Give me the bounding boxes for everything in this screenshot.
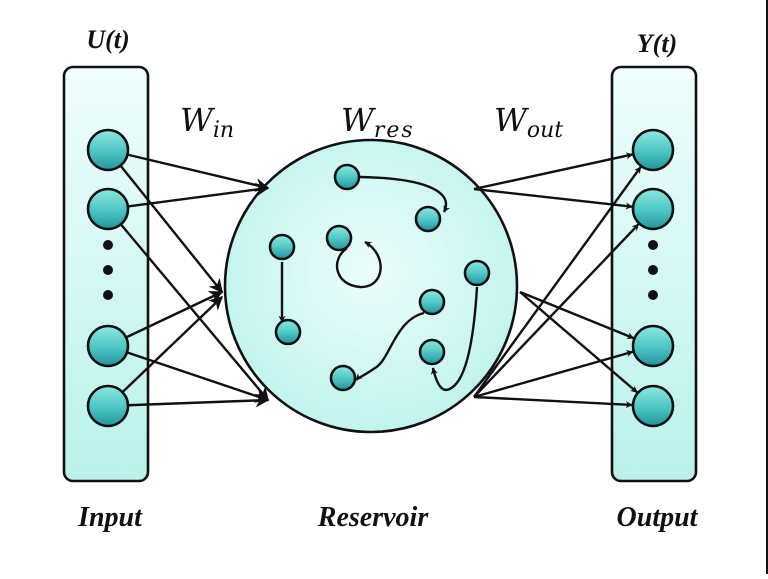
reservoir-internal-edge xyxy=(430,286,479,392)
reservoir-internal-edge xyxy=(335,240,382,289)
output-node xyxy=(631,384,675,428)
w-in-base: W xyxy=(180,101,216,139)
w-res-sub: res xyxy=(374,118,415,143)
output-weight-edge xyxy=(473,350,634,399)
w-out-sub: out xyxy=(527,118,563,143)
reservoir-internal-edge xyxy=(355,311,425,381)
input-weight-edge xyxy=(121,296,224,394)
reservoir-node xyxy=(418,338,446,366)
input-weight-edge xyxy=(119,223,269,402)
input-node xyxy=(86,128,130,172)
input-node xyxy=(86,384,130,428)
ellipsis-dot xyxy=(648,265,658,275)
output-node xyxy=(631,324,675,368)
input-caption: Input xyxy=(77,502,143,533)
ellipsis-dot xyxy=(648,240,658,250)
output-node xyxy=(631,187,675,231)
frame-right-border xyxy=(766,0,768,574)
input-weight-edge xyxy=(119,164,223,294)
reservoir-internal-edge xyxy=(359,175,450,213)
nodes xyxy=(86,128,675,428)
output-weight-edge xyxy=(473,152,634,191)
output-signal-label: Y(t) xyxy=(637,29,677,58)
output-weight-edge xyxy=(473,395,633,409)
w-res-label: Wres xyxy=(341,101,415,143)
input-weight-edge xyxy=(126,351,270,403)
w-out-base: W xyxy=(494,101,530,139)
output-weight-edge xyxy=(519,290,635,340)
input-signal-label: U(t) xyxy=(86,25,129,54)
w-in-label: Win xyxy=(180,101,234,143)
reservoir-node xyxy=(325,224,353,252)
reservoir-node xyxy=(268,233,296,261)
output-caption: Output xyxy=(617,502,699,533)
reservoir-internal-edges xyxy=(278,175,479,392)
input-weight-edge xyxy=(127,393,270,408)
reservoir-node xyxy=(418,288,446,316)
input-node xyxy=(86,324,130,368)
w-in-sub: in xyxy=(213,118,234,143)
reservoir-node xyxy=(414,205,442,233)
input-weight-edge xyxy=(125,290,224,339)
reservoir-node xyxy=(463,259,491,287)
reservoir-node xyxy=(329,364,357,392)
input-weight-edge xyxy=(127,182,270,208)
w-out-label: Wout xyxy=(494,101,563,143)
input-weights-edges xyxy=(119,153,270,408)
reservoir-caption: Reservoir xyxy=(317,502,430,533)
input-weight-edge xyxy=(127,153,270,192)
output-weight-edge xyxy=(473,166,642,398)
reservoir-node xyxy=(274,318,302,346)
output-weight-edge xyxy=(473,223,640,398)
ellipsis-dot xyxy=(648,290,658,300)
output-weight-edge xyxy=(473,187,633,210)
ellipsis-dot xyxy=(103,265,113,275)
input-node xyxy=(86,187,130,231)
output-node xyxy=(631,128,675,172)
output-weights-edges xyxy=(473,152,642,409)
w-res-base: W xyxy=(341,101,377,139)
output-weight-edge xyxy=(519,291,638,394)
ellipsis-dot xyxy=(103,290,113,300)
ellipsis-dot xyxy=(103,240,113,250)
reservoir-node xyxy=(333,163,361,191)
